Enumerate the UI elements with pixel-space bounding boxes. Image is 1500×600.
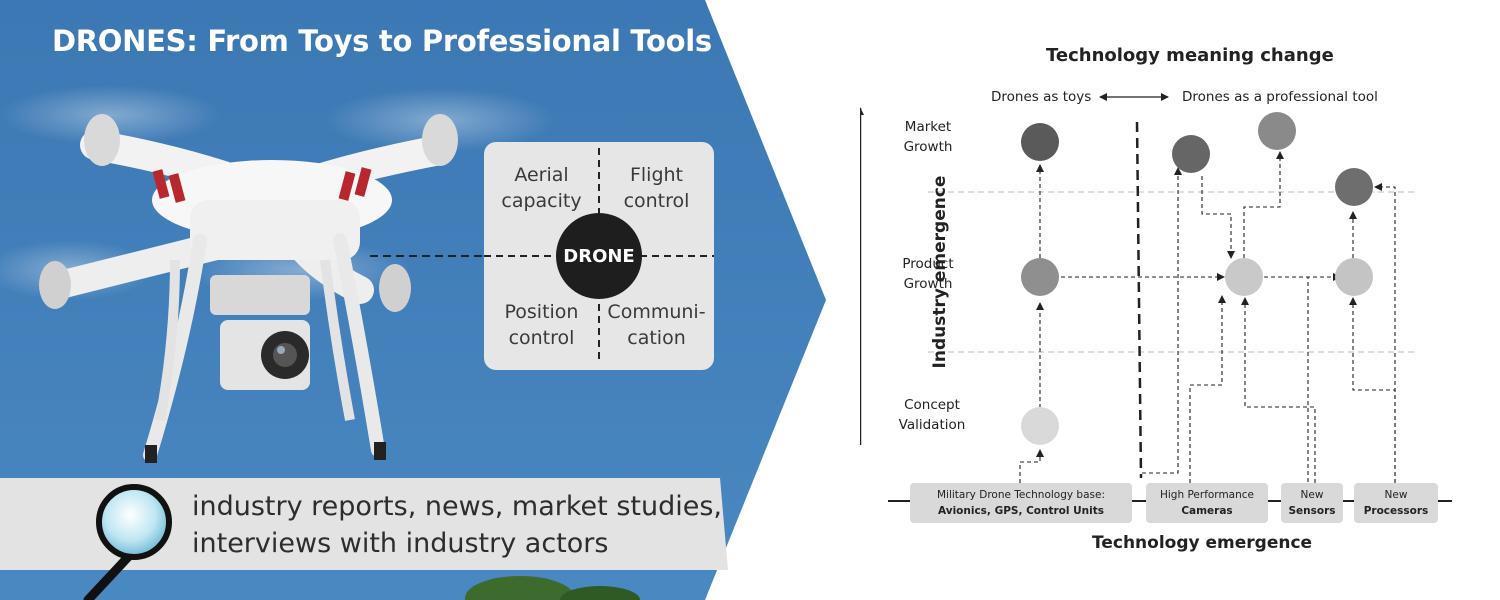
tech-military-base: Military Drone Technology base: Avionics… — [910, 483, 1132, 523]
page-title: DRONES: From Toys to Professional Tools — [52, 24, 712, 58]
node-market-3 — [1258, 112, 1296, 150]
sources-text: industry reports, news, market studies, … — [192, 491, 722, 559]
node-market-4 — [1335, 168, 1373, 206]
tech-processors: New Processors — [1354, 483, 1438, 523]
meaning-left-label: Drones as toys — [991, 89, 1092, 105]
node-market-2 — [1172, 135, 1210, 173]
node-product-1 — [1021, 258, 1059, 296]
diagram-title: Technology meaning change — [1046, 45, 1334, 66]
meaning-divider — [1135, 121, 1143, 479]
tech-sensors: New Sensors — [1281, 483, 1343, 523]
magnifier-icon — [83, 484, 172, 600]
meaning-right-label: Drones as a professional tool — [1182, 89, 1378, 105]
node-concept-1 — [1021, 407, 1059, 445]
node-product-3 — [1335, 258, 1373, 296]
node-product-2 — [1225, 258, 1263, 296]
tech-cameras: High Performance Cameras — [1146, 483, 1268, 523]
drone-icon — [39, 114, 458, 463]
capability-communication: Communi-cation — [607, 301, 706, 349]
drone-center-badge: DRONE — [556, 213, 642, 299]
emergence-diagram: Technology meaning change Drones as toys… — [860, 0, 1500, 600]
node-market-1 — [1021, 123, 1059, 161]
x-axis-label: Technology emergence — [1092, 533, 1313, 553]
sources-band — [0, 478, 728, 570]
